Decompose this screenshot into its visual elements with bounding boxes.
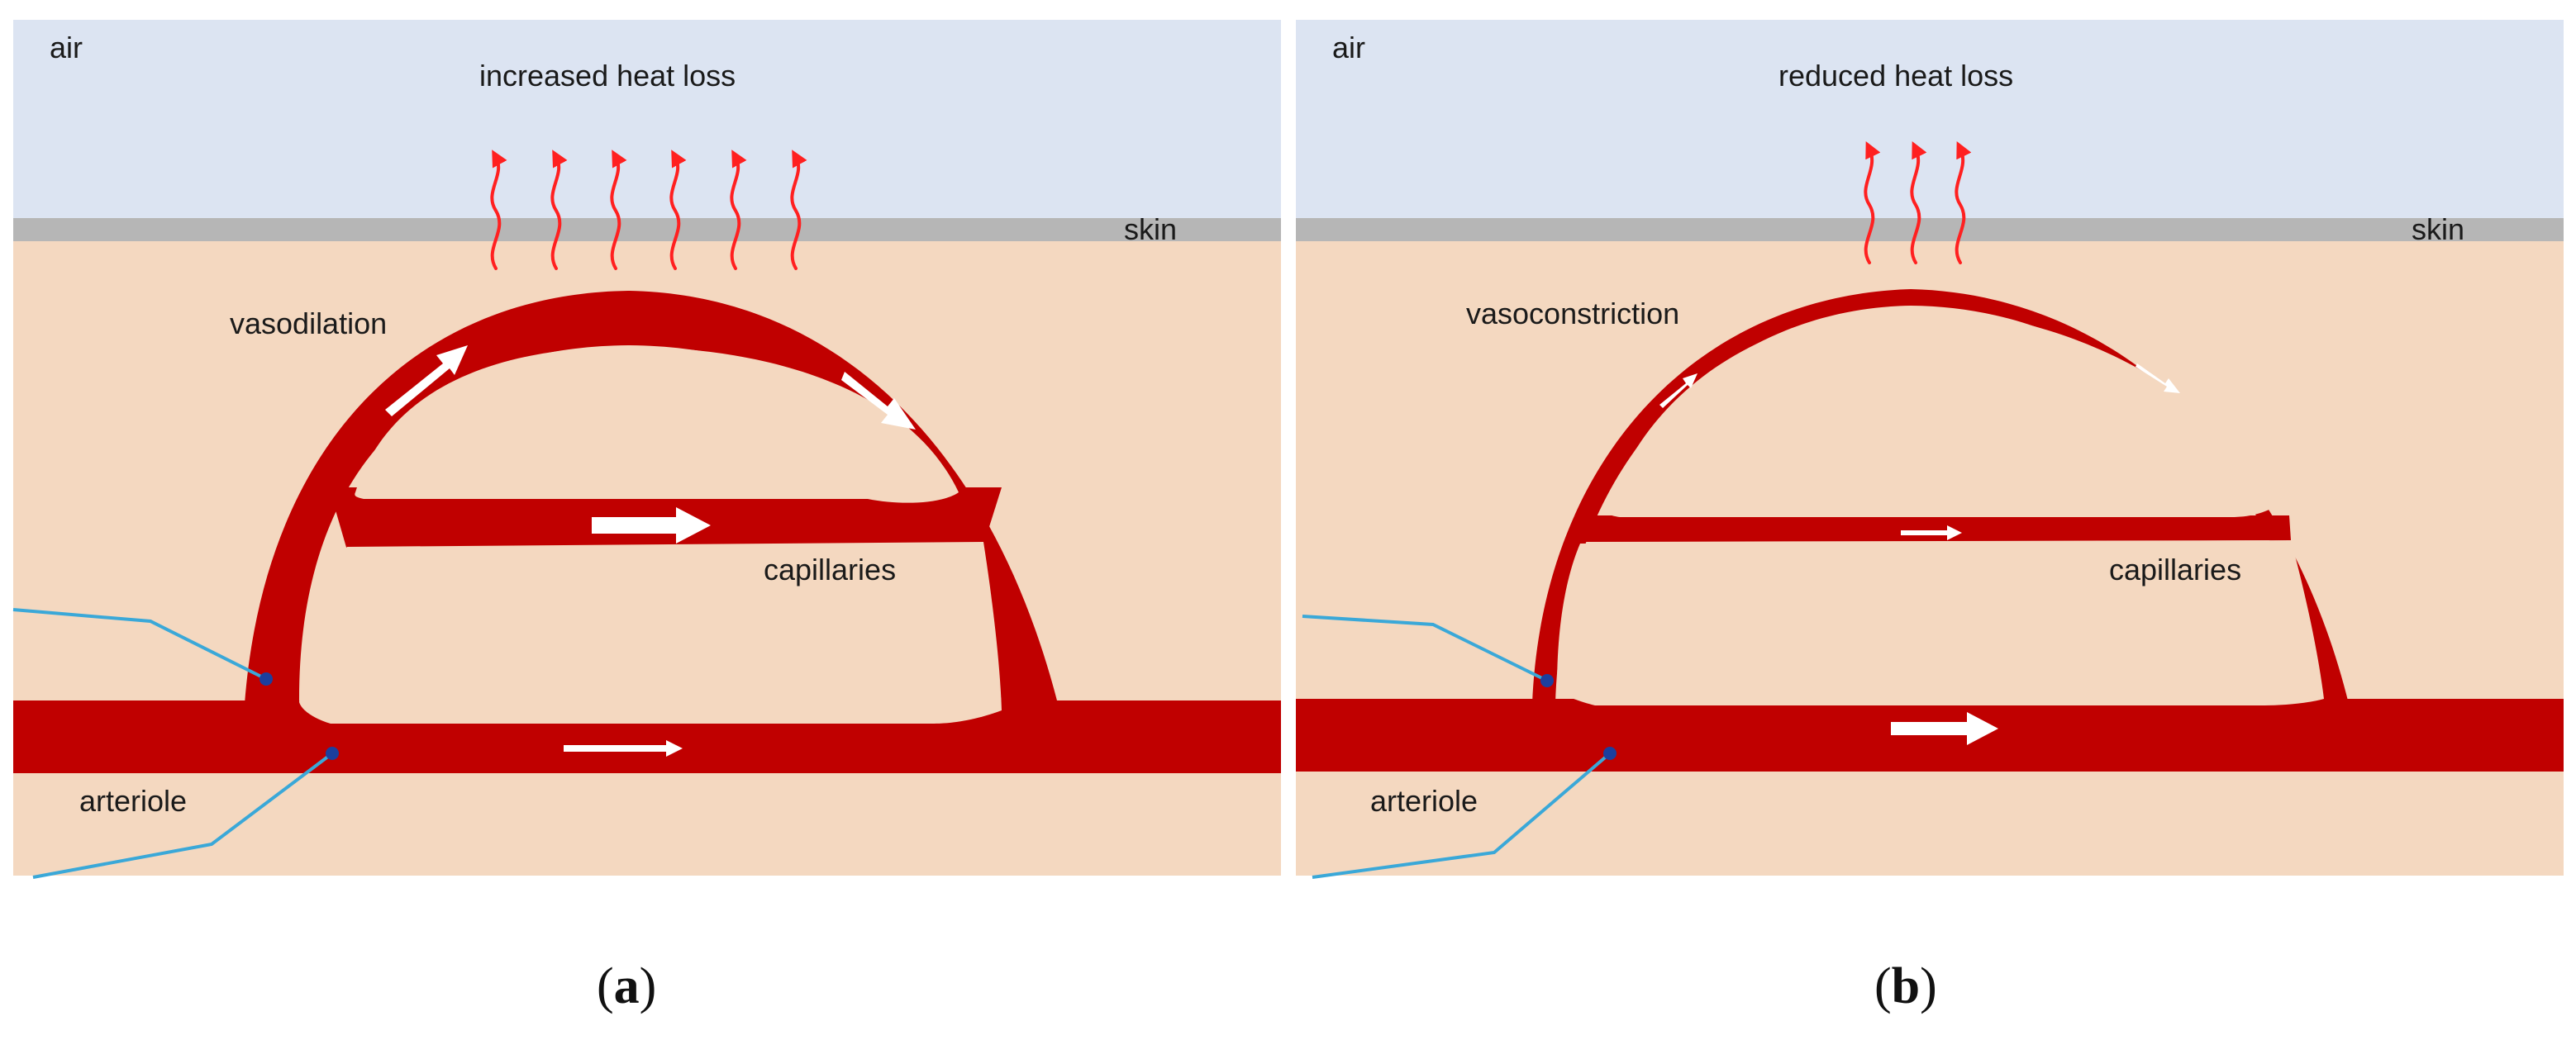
nerve-ending-upper [1540, 674, 1554, 687]
nerve-ending-lower [1603, 747, 1617, 760]
upper-gap [355, 347, 959, 503]
nerve-fiber-upper [1302, 615, 1548, 682]
arteriole-label: arteriole [1370, 784, 1478, 818]
nerve-ending-upper [260, 672, 273, 686]
flow-arrow-down-right [841, 372, 916, 430]
skin-label: skin [1124, 212, 1177, 246]
panel-b-caption: (b) [1874, 958, 1937, 1014]
heat-arrow-3 [1955, 140, 1972, 264]
heat-arrow-2 [550, 150, 568, 270]
nerve-fibers [1302, 615, 1617, 879]
air-label: air [1332, 31, 1365, 64]
flow-arrow-capillary [592, 507, 711, 544]
panel-a: air increased heat loss skin vasodilatio… [12, 20, 1281, 1014]
upper-gap [1607, 309, 2279, 517]
panel-b: air reduced heat loss skin vasoconstrict… [1296, 20, 2564, 1014]
capillaries-label: capillaries [2109, 553, 2241, 586]
flow-arrows [385, 345, 916, 757]
flow-arrow-up-left [385, 345, 468, 416]
air-region [13, 20, 1281, 218]
vasoconstriction-label: vasoconstriction [1466, 297, 1679, 330]
nerve-fibers [12, 608, 339, 879]
nerve-fiber-lower [32, 752, 334, 879]
flow-arrow-capillary [1901, 525, 1962, 540]
panel-a-caption: (a) [597, 958, 656, 1014]
lower-gap [1557, 540, 2324, 705]
upper-capillary-band [1580, 515, 2291, 542]
flow-arrow-arteriole [1891, 712, 1998, 745]
heat-loss-label: increased heat loss [479, 59, 736, 93]
nerve-fiber-upper [12, 608, 267, 681]
heat-arrow-1 [490, 150, 507, 270]
air-region [1296, 20, 2564, 218]
heat-arrow-1 [1864, 140, 1881, 264]
skin-layer [13, 218, 1281, 241]
flow-arrow-arteriole [564, 740, 683, 757]
tissue-gaps [299, 347, 1002, 724]
lower-gap [299, 542, 1002, 724]
heat-arrows [490, 150, 807, 270]
heat-arrow-3 [610, 150, 627, 270]
air-label: air [50, 31, 83, 64]
heat-arrows [1864, 140, 1972, 264]
heat-loss-label: reduced heat loss [1778, 59, 2013, 93]
tissue-gaps [1557, 309, 2324, 705]
skin-layer [1296, 218, 2564, 241]
arteriole-label: arteriole [79, 784, 187, 818]
capillaries-label: capillaries [764, 553, 896, 586]
heat-arrow-4 [669, 150, 687, 270]
flow-arrow-down-right [2136, 363, 2180, 393]
flow-arrows [1659, 363, 2180, 745]
heat-arrow-5 [730, 150, 747, 270]
nerve-ending-lower [326, 747, 339, 760]
heat-arrow-6 [790, 150, 807, 270]
skin-label: skin [2412, 212, 2464, 246]
nerve-fiber-lower [1312, 752, 1612, 879]
heat-arrow-2 [1910, 140, 1927, 264]
flow-arrow-up-left [1659, 373, 1697, 408]
vasodilation-label: vasodilation [230, 306, 387, 340]
